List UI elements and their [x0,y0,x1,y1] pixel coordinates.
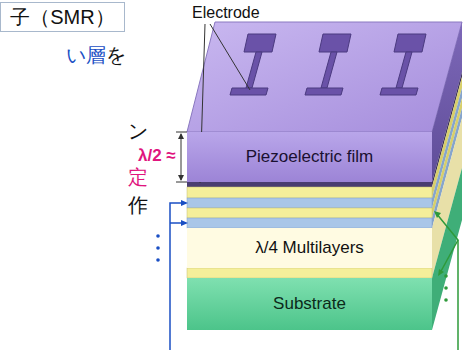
high-z-layer [187,187,432,198]
body-text-fragment: を [106,44,126,66]
piezo-film-layer: Piezoelectric film [187,132,432,182]
dimension-label: λ/2 ≈ [138,147,176,166]
title-box: 子（SMR） [0,2,125,32]
top-electrodes [230,34,426,95]
dimension-tick [176,132,187,133]
high-z-layer [187,268,432,278]
low-z-layer [187,198,432,208]
substrate-layer: Substrate [187,278,432,330]
electrode-label: Electrode [192,4,260,22]
blue-arrowhead [181,200,188,206]
blue-dots [156,234,160,262]
blue-pointer [170,203,186,350]
low-z-layer [187,218,432,228]
node-text: λ/4 Multilayers [255,238,364,258]
leader-line [210,24,250,90]
body-text-fragment: 作 [128,194,148,216]
node-text: Substrate [273,294,346,314]
green-dots [444,274,448,302]
green-arrowhead [434,211,441,218]
node-text: Piezoelectric film [246,147,374,167]
blue-arrowhead [181,220,188,226]
node-text: 子（SMR） [10,4,114,31]
body-text-fragment: ン [128,120,148,142]
bottom-electrode [187,182,432,187]
piezo-top-face [187,22,462,132]
dimension-arrow [178,133,184,139]
dimension-arrow [178,175,184,181]
dimension-tick [176,182,187,183]
dimension-line [181,134,182,180]
high-z-layer [187,208,432,218]
body-text-fragment: 定 [128,166,148,188]
green-arrowhead [438,269,444,276]
green-pointer [436,213,458,350]
body-text-fragment: い層 [66,44,106,66]
multilayer-region: λ/4 Multilayers [187,228,432,268]
